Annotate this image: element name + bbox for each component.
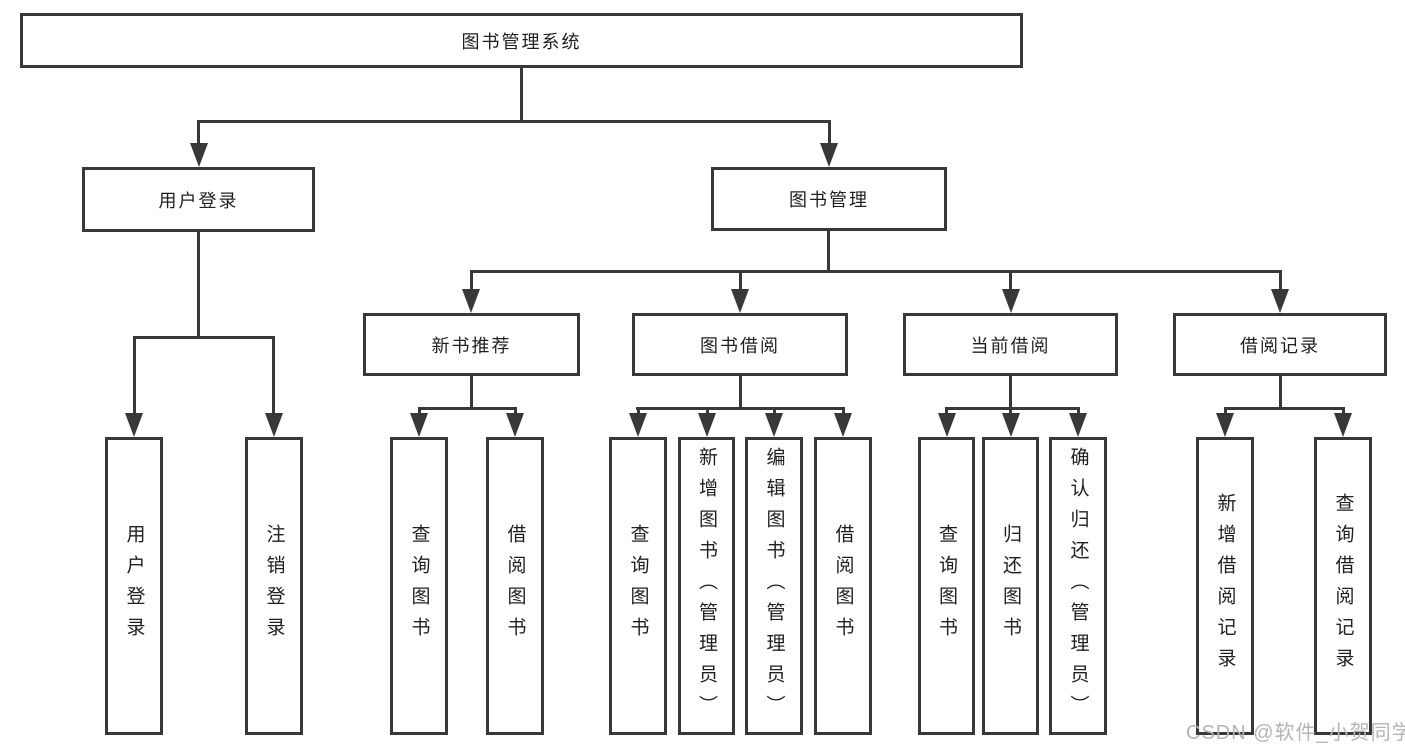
connector-vline bbox=[706, 407, 709, 417]
arrowhead-down bbox=[1069, 413, 1087, 437]
leaf-edit-book-admin-label: 编辑图书（管理员） bbox=[763, 446, 785, 726]
leaf-confirm-return-admin: 确认归还（管理员） bbox=[1049, 437, 1107, 735]
connector-group-bar bbox=[636, 407, 844, 410]
connector-level2-bar bbox=[197, 120, 831, 123]
leaf-borrow-books-borrowing: 借阅图书 bbox=[814, 437, 872, 735]
arrowhead-down bbox=[410, 413, 428, 437]
leaf-borrow-books-recommend: 借阅图书 bbox=[486, 437, 544, 735]
arrowhead-down bbox=[1271, 289, 1289, 313]
csdn-watermark: CSDN @软件_小贺同学 bbox=[1186, 722, 1405, 744]
connector-level3-bar bbox=[470, 270, 1281, 273]
arrowhead-down bbox=[125, 413, 143, 437]
leaf-add-book-admin: 新增图书（管理员） bbox=[678, 437, 735, 735]
connector-vline bbox=[945, 407, 948, 417]
connector-vline bbox=[418, 407, 421, 417]
leaf-edit-book-admin: 编辑图书（管理员） bbox=[745, 437, 803, 735]
connector-book-management-stem bbox=[827, 229, 830, 272]
arrowhead-down bbox=[190, 143, 208, 167]
leaf-user-login: 用户登录 bbox=[105, 437, 163, 735]
connector-vline bbox=[1224, 407, 1227, 417]
leaf-return-book: 归还图书 bbox=[982, 437, 1039, 735]
leaf-borrow-books-recommend-label: 借阅图书 bbox=[504, 524, 526, 648]
leaf-search-books-recommend-label: 查询图书 bbox=[408, 524, 430, 648]
arrowhead-down bbox=[1002, 413, 1020, 437]
node-book-borrowing: 图书借阅 bbox=[632, 313, 848, 376]
leaf-user-login-label: 用户登录 bbox=[123, 524, 145, 648]
connector-group-bar bbox=[1224, 407, 1344, 410]
arrowhead-down bbox=[506, 413, 524, 437]
connector-vline bbox=[1342, 407, 1345, 417]
connector-vline bbox=[272, 336, 275, 415]
connector-user-login-bar bbox=[133, 336, 275, 339]
connector-vline bbox=[773, 407, 776, 417]
arrowhead-down bbox=[820, 143, 838, 167]
connector-vline bbox=[1279, 270, 1282, 292]
leaf-search-borrow-record-label: 查询借阅记录 bbox=[1332, 493, 1354, 679]
arrowhead-down bbox=[834, 413, 852, 437]
connector-vline bbox=[1009, 270, 1012, 292]
connector-group-bar bbox=[945, 407, 1079, 410]
arrowhead-down bbox=[765, 413, 783, 437]
leaf-add-book-admin-label: 新增图书（管理员） bbox=[696, 446, 717, 726]
arrowhead-down bbox=[698, 413, 716, 437]
connector-vline bbox=[133, 336, 136, 415]
node-user-login: 用户登录 bbox=[82, 167, 315, 232]
leaf-return-book-label: 归还图书 bbox=[1000, 524, 1021, 648]
leaf-confirm-return-admin-label: 确认归还（管理员） bbox=[1067, 446, 1089, 726]
connector-group-stem bbox=[470, 374, 473, 410]
leaf-search-books-borrowing-label: 查询图书 bbox=[627, 524, 649, 648]
leaf-borrow-books-borrowing-label: 借阅图书 bbox=[832, 524, 854, 648]
connector-group-stem bbox=[1279, 374, 1282, 410]
node-root-system: 图书管理系统 bbox=[20, 13, 1023, 68]
leaf-search-books-recommend: 查询图书 bbox=[390, 437, 448, 735]
leaf-logout: 注销登录 bbox=[245, 437, 303, 735]
connector-vline bbox=[1077, 407, 1080, 417]
leaf-search-books-current-label: 查询图书 bbox=[936, 524, 957, 648]
arrowhead-down bbox=[1334, 413, 1352, 437]
node-current-borrowing: 当前借阅 bbox=[903, 313, 1118, 376]
connector-user-login-stem bbox=[197, 230, 200, 338]
arrowhead-down bbox=[731, 289, 749, 313]
node-borrowing-records: 借阅记录 bbox=[1173, 313, 1387, 376]
connector-vline bbox=[828, 120, 831, 146]
connector-group-stem bbox=[739, 374, 742, 410]
connector-root-stem bbox=[520, 66, 523, 122]
node-new-book-recommendation: 新书推荐 bbox=[363, 313, 580, 376]
arrowhead-down bbox=[265, 413, 283, 437]
leaf-add-borrow-record: 新增借阅记录 bbox=[1196, 437, 1254, 735]
node-book-management: 图书管理 bbox=[711, 167, 947, 231]
connector-vline bbox=[470, 270, 473, 292]
connector-vline bbox=[637, 407, 640, 417]
leaf-add-borrow-record-label: 新增借阅记录 bbox=[1214, 493, 1236, 679]
arrowhead-down bbox=[938, 413, 956, 437]
leaf-search-books-current: 查询图书 bbox=[918, 437, 975, 735]
connector-vline bbox=[739, 270, 742, 292]
leaf-search-books-borrowing: 查询图书 bbox=[609, 437, 667, 735]
leaf-search-borrow-record: 查询借阅记录 bbox=[1314, 437, 1372, 735]
arrowhead-down bbox=[462, 289, 480, 313]
arrowhead-down bbox=[1002, 289, 1020, 313]
leaf-logout-label: 注销登录 bbox=[263, 524, 285, 648]
connector-vline bbox=[197, 120, 200, 146]
connector-vline bbox=[842, 407, 845, 417]
connector-group-bar bbox=[418, 407, 517, 410]
arrowhead-down bbox=[1216, 413, 1234, 437]
connector-vline bbox=[1009, 407, 1012, 417]
connector-group-stem bbox=[1009, 374, 1012, 410]
connector-vline bbox=[514, 407, 517, 417]
arrowhead-down bbox=[629, 413, 647, 437]
